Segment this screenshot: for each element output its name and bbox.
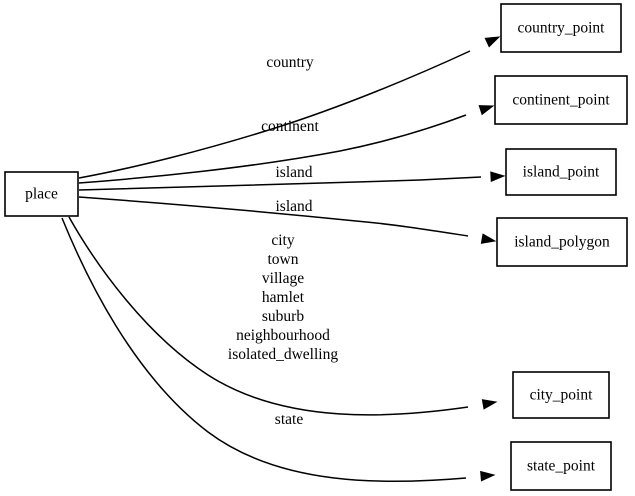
- node-box[interactable]: [4, 171, 79, 217]
- edge-label-line: town: [268, 251, 299, 268]
- node-box[interactable]: [510, 441, 612, 491]
- edge-label-place-state_point: state: [275, 411, 304, 428]
- node-label: state_point: [527, 458, 596, 475]
- edge-line: [68, 216, 469, 416]
- edge-label-line: state: [275, 411, 304, 428]
- edge-line: [78, 176, 482, 191]
- edge-arrowhead: [480, 470, 496, 482]
- node-continent_point[interactable]: continent_point: [494, 75, 628, 125]
- node-state_point[interactable]: state_point: [510, 441, 612, 491]
- edge-arrowhead: [480, 233, 497, 244]
- edge-line: [78, 50, 471, 179]
- node-label: island_polygon: [514, 234, 610, 251]
- node-place[interactable]: place: [4, 171, 79, 217]
- edge-label-place-island_point: island: [275, 164, 312, 181]
- node-island_point[interactable]: island_point: [505, 148, 617, 196]
- edge-label-place-country_point: country: [266, 54, 314, 71]
- edge-arrowhead: [478, 105, 495, 116]
- edge-place-island_point: [78, 171, 506, 191]
- edge-place-continent_point: [78, 105, 495, 184]
- edge-label-line: country: [266, 54, 314, 71]
- edge-label-line: city: [271, 232, 294, 249]
- edges-layer: [61, 36, 506, 483]
- edge-labels-layer: country continent island island city town vill…: [228, 54, 338, 428]
- node-label: city_point: [530, 387, 594, 404]
- edge-label-line: continent: [261, 118, 319, 135]
- edge-label-place-island_polygon: island: [275, 198, 312, 215]
- node-city_point[interactable]: city_point: [512, 371, 610, 419]
- edge-label-line: isolated_dwelling: [228, 346, 338, 363]
- node-island_polygon[interactable]: island_polygon: [496, 217, 628, 267]
- edge-line: [78, 114, 467, 184]
- node-box[interactable]: [505, 148, 617, 196]
- edge-arrowhead: [490, 171, 506, 183]
- edge-place-state_point: [61, 217, 496, 483]
- edge-label-line: island: [275, 198, 312, 215]
- edge-label-line: neighbourhood: [236, 327, 330, 344]
- edge-arrowhead: [481, 399, 498, 410]
- edge-place-country_point: [78, 36, 501, 179]
- node-box[interactable]: [496, 217, 628, 267]
- edge-arrowhead: [484, 36, 501, 48]
- node-label: country_point: [518, 20, 606, 37]
- nodes-layer: place country_point continent_point island_…: [4, 3, 628, 491]
- edge-label-line: village: [262, 270, 304, 287]
- edge-label-line: suburb: [262, 308, 304, 325]
- node-country_point[interactable]: country_point: [500, 3, 622, 53]
- node-label: continent_point: [512, 92, 610, 109]
- node-label: place: [25, 186, 58, 203]
- node-box[interactable]: [512, 371, 610, 419]
- edge-place-city_point: [68, 216, 498, 416]
- edge-place-island_polygon: [78, 196, 497, 244]
- node-label: island_point: [523, 164, 600, 181]
- node-box[interactable]: [500, 3, 622, 53]
- edge-line: [61, 217, 467, 483]
- node-box[interactable]: [494, 75, 628, 125]
- edge-label-place-city_point: city town village hamlet suburb neighbourhood…: [228, 232, 338, 363]
- edge-line: [78, 196, 469, 237]
- edge-label-line: hamlet: [262, 289, 305, 306]
- edge-label-place-continent_point: continent: [261, 118, 319, 135]
- edge-label-line: island: [275, 164, 312, 181]
